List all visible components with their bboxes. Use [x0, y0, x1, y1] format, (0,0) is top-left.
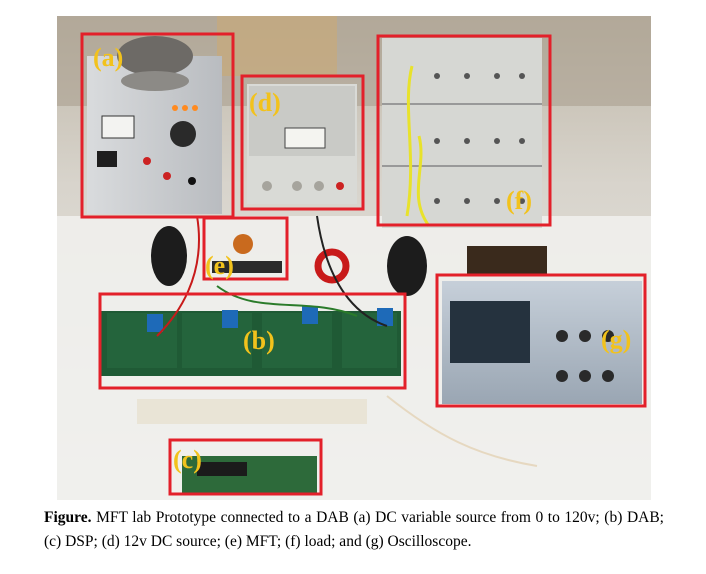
caption-prefix: Figure.: [44, 509, 92, 526]
label-f: (f): [506, 186, 532, 215]
lab-prototype-photo: (a) (d) (f) (e) (b) (g) (c): [57, 16, 651, 500]
label-g: (g): [601, 325, 631, 354]
dc-12v-source: [247, 84, 357, 204]
label-e: (e): [205, 251, 234, 280]
box-a: [80, 32, 235, 219]
dsp-board: [182, 456, 317, 494]
box-g: [435, 273, 647, 408]
label-d: (d): [249, 88, 281, 117]
box-c: [168, 438, 323, 496]
box-d: [240, 74, 365, 211]
mft-transformer: [212, 234, 282, 273]
label-c: (c): [173, 445, 202, 474]
label-a: (a): [93, 43, 123, 72]
oscilloscope: [442, 281, 642, 404]
dab-boards: [101, 306, 401, 376]
box-e: [202, 216, 289, 281]
resistive-load: [382, 38, 542, 228]
dc-variable-source: [87, 36, 222, 214]
figure-caption: Figure. MFT lab Prototype connected to a…: [44, 506, 664, 554]
label-b: (b): [243, 326, 275, 355]
box-f: [376, 34, 552, 227]
caption-text: MFT lab Prototype connected to a DAB (a)…: [44, 509, 664, 550]
box-b: [98, 292, 407, 390]
